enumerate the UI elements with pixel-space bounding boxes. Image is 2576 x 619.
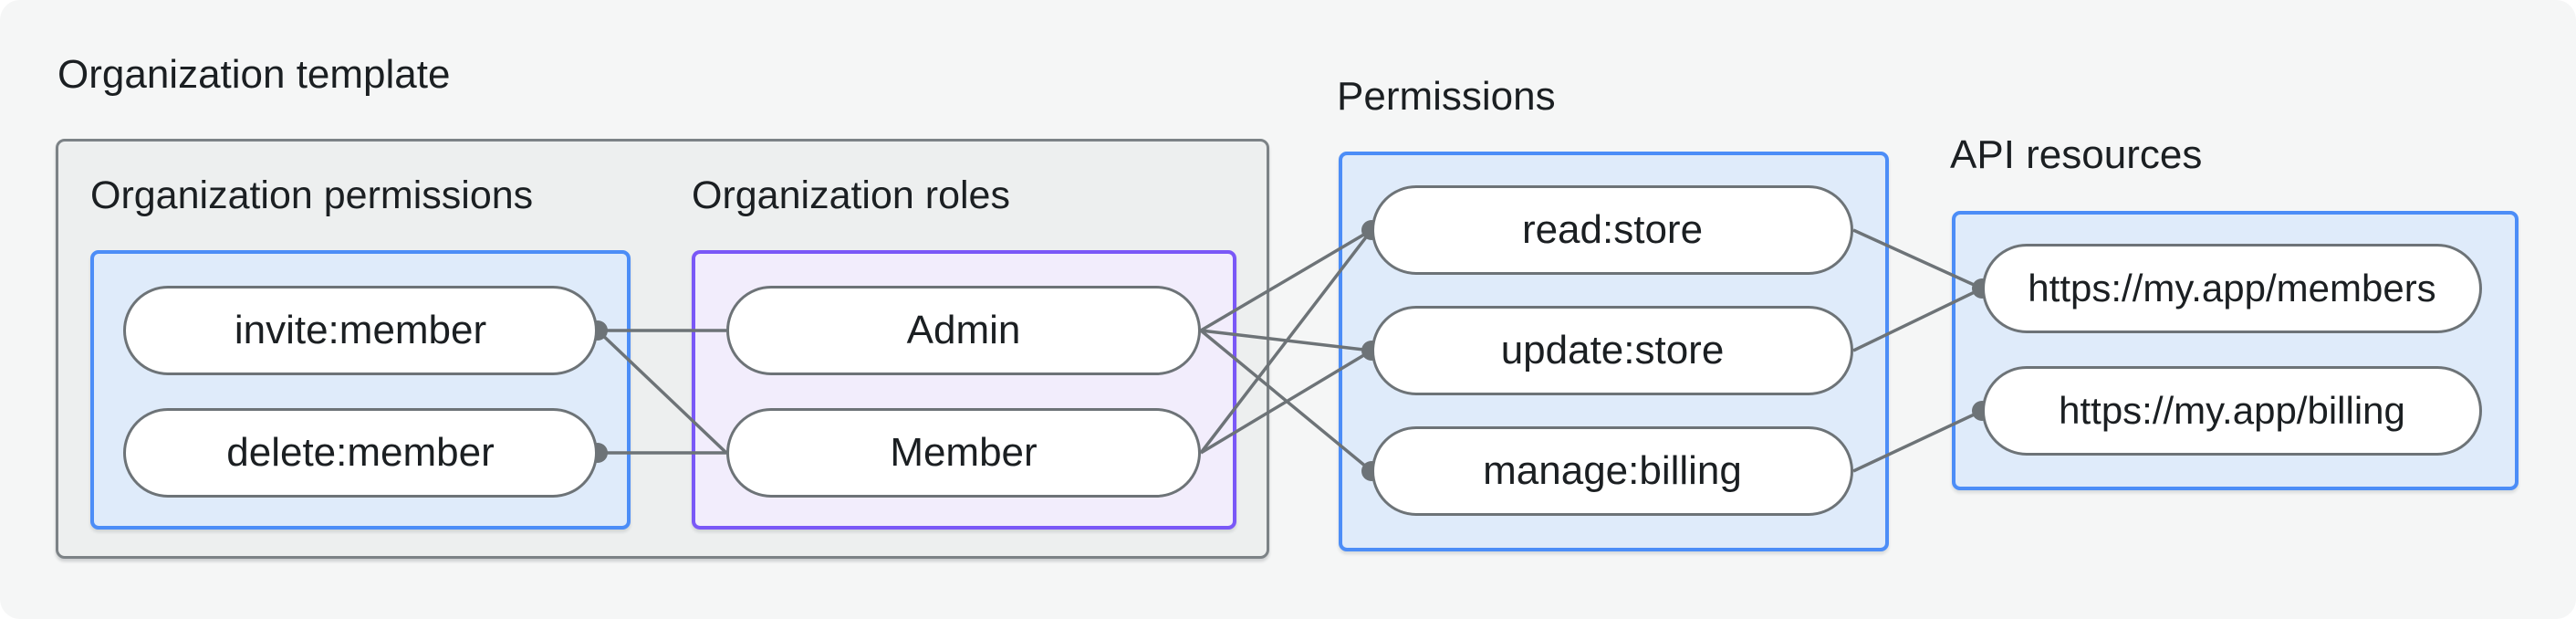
node-member-role: Member — [726, 408, 1201, 498]
node-update-store-permission: update:store — [1371, 306, 1853, 395]
node-read-store-permission: read:store — [1371, 185, 1853, 275]
permissions-label: Permissions — [1337, 74, 1556, 119]
node-admin-role: Admin — [726, 286, 1201, 375]
node-api-members-resource: https://my.app/members — [1982, 244, 2482, 333]
organization-roles-label: Organization roles — [692, 173, 1010, 217]
organization-template-label: Organization template — [57, 52, 451, 97]
node-manage-billing-permission: manage:billing — [1371, 426, 1853, 516]
node-delete-member: delete:member — [123, 408, 598, 498]
node-api-billing-resource: https://my.app/billing — [1982, 366, 2482, 456]
api-resources-label: API resources — [1950, 132, 2203, 177]
node-invite-member: invite:member — [123, 286, 598, 375]
organization-permissions-label: Organization permissions — [90, 173, 534, 217]
